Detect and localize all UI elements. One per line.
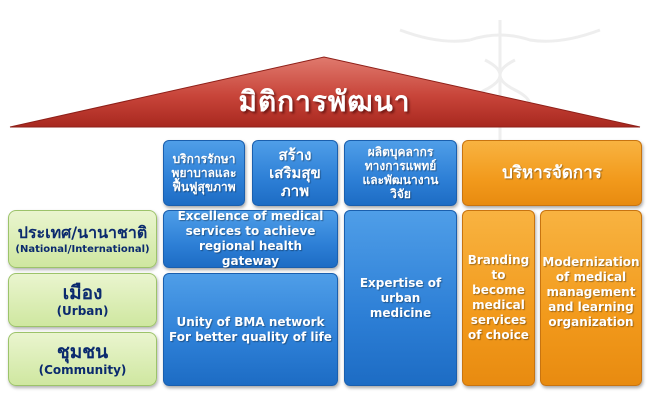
cell-branding-text: Branding to become medical services of c… (467, 253, 530, 342)
header-personnel-research-label: ผลิตบุคลากรทางการแพทย์และพัฒนางานวิจัย (362, 145, 439, 201)
level-community-thai: ชุมชน (56, 340, 109, 363)
header-management-label: บริหารจัดการ (502, 163, 602, 183)
level-urban: เมือง (Urban) (8, 273, 157, 327)
header-treatment-rehab: บริการรักษาพยาบาลและฟื้นฟูสุขภาพ (163, 140, 245, 206)
header-health-promotion-label: สร้างเสริมสุขภาพ (269, 146, 321, 200)
cell-expertise-text: Expertise of urban medicine (359, 275, 442, 320)
cell-expertise: Expertise of urban medicine (344, 210, 457, 386)
level-urban-thai: เมือง (62, 281, 103, 304)
cell-excellence-text: Excellence of medical services to achiev… (177, 209, 324, 268)
cell-modernization: Modernization of medical management and … (540, 210, 642, 386)
level-urban-english: (Urban) (56, 303, 109, 318)
level-national-en-part1: (National (15, 243, 68, 255)
header-treatment-rehab-label: บริการรักษาพยาบาลและฟื้นฟูสุขภาพ (171, 152, 237, 194)
cell-excellence: Excellence of medical services to achiev… (163, 209, 338, 268)
level-national-thai: ประเทศ/นานาชาติ (17, 222, 148, 242)
header-management: บริหารจัดการ (462, 140, 642, 206)
level-national-en-part2: International) (71, 243, 150, 255)
cell-modernization-text: Modernization of medical management and … (542, 255, 640, 329)
header-personnel-research: ผลิตบุคลากรทางการแพทย์และพัฒนางานวิจัย (344, 140, 457, 206)
level-community-english: (Community) (38, 362, 127, 377)
level-national-separator: / (67, 242, 72, 256)
cell-unity-line2: For better quality of life (169, 329, 332, 344)
cell-unity-line1: Unity of BMA network (176, 314, 325, 329)
header-health-promotion: สร้างเสริมสุขภาพ (252, 140, 338, 206)
level-national: ประเทศ/นานาชาติ (National / Internationa… (8, 210, 157, 268)
level-community: ชุมชน (Community) (8, 332, 157, 386)
level-national-english: (National / International) (15, 243, 149, 256)
cell-unity: Unity of BMA network For better quality … (163, 273, 338, 386)
roof (9, 56, 641, 128)
cell-branding: Branding to become medical services of c… (462, 210, 535, 386)
roof-title: มิติการพัฒนา (238, 85, 411, 118)
